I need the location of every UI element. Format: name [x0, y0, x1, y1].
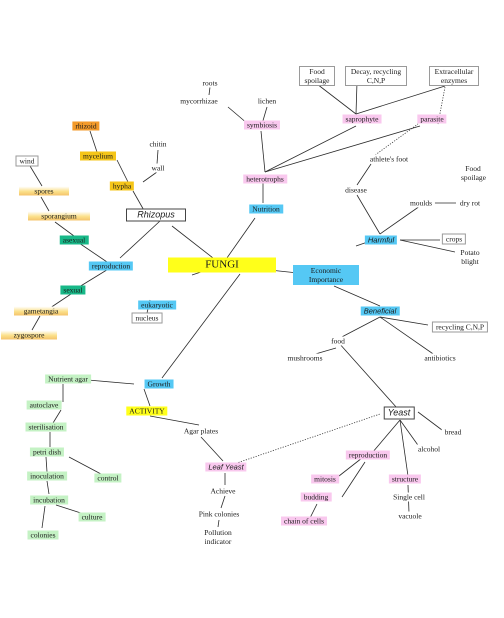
node-food-spoilage-top: Food spoilage	[299, 66, 335, 86]
node-achieve: Achieve	[207, 486, 239, 496]
node-agar-plates: Agar plates	[180, 426, 222, 436]
node-incubation: incubation	[30, 495, 68, 505]
node-asexual: asexual	[59, 235, 89, 245]
node-single-cell: Single cell	[390, 492, 428, 502]
node-growth: Growth	[144, 379, 174, 389]
node-athletes-foot: athlete's foot	[366, 154, 412, 164]
node-enzymes: Extracellular enzymes	[429, 66, 479, 86]
node-rhizopus: Rhizopus	[126, 208, 186, 222]
node-sexual: sexual	[60, 285, 86, 295]
node-sporangium: sporangium	[28, 211, 90, 221]
node-food: food	[328, 336, 348, 346]
node-hypha: hypha	[109, 181, 135, 191]
node-fungi: FUNGI	[168, 257, 276, 273]
node-culture: culture	[78, 512, 106, 522]
node-sterilisation: sterilisation	[25, 422, 67, 432]
node-rhizoid: rhizoid	[72, 121, 100, 131]
node-nucleus: nucleus	[131, 312, 163, 324]
node-petri-dish: petri dish	[29, 447, 65, 457]
node-mycorrhizae: mycorrhizae	[177, 96, 221, 106]
node-budding: budding	[300, 492, 332, 502]
node-beneficial: Beneficial	[360, 306, 400, 316]
node-activity[interactable]: ACTIVITY	[126, 406, 168, 416]
node-leaf-yeast: Leaf Yeast	[205, 462, 247, 472]
node-wall: wall	[148, 163, 168, 173]
node-alcohol: alcohol	[414, 444, 444, 454]
node-heterotrophs: heterotrophs	[243, 174, 287, 184]
node-control: control	[94, 473, 122, 483]
node-economic-importance: Economic Importance	[293, 265, 359, 285]
node-yeast: Yeast	[383, 406, 415, 420]
node-roots: roots	[199, 78, 221, 88]
node-mushrooms: mushrooms	[284, 353, 326, 363]
node-moulds: moulds	[406, 198, 436, 208]
node-harmful: Harmful	[364, 235, 398, 245]
node-autoclave: autoclave	[26, 400, 62, 410]
node-chain-of-cells: chain of cells	[281, 516, 327, 526]
node-structure: structure	[388, 474, 422, 484]
node-pollution-indicator: Pollution indicator	[196, 528, 240, 546]
node-lichen: lichen	[254, 96, 280, 106]
node-colonies: colonies	[27, 530, 59, 540]
node-parasite: parasite	[417, 114, 447, 124]
node-antibiotics: antibiotics	[421, 353, 459, 363]
node-pink-colonies: Pink colonies	[195, 509, 243, 519]
node-food-spoilage-right: Food spoilage	[458, 164, 488, 182]
node-nutrient-agar: Nutrient agar	[45, 374, 91, 384]
node-mitosis: mitosis	[311, 474, 339, 484]
node-nutrition: Nutrition	[249, 204, 283, 214]
node-decay: Decay, recycling C,N,P	[345, 66, 407, 86]
node-bread: bread	[441, 427, 465, 437]
node-symbiosis: symbiosis	[243, 120, 281, 130]
node-crops: crops	[441, 233, 467, 245]
node-inoculation: inoculation	[27, 471, 67, 481]
node-disease: disease	[342, 185, 370, 195]
node-gametangia: gametangia	[14, 306, 68, 316]
node-eukaryotic: eukaryotic	[138, 300, 176, 310]
node-chitin: chitin	[146, 139, 170, 149]
node-wind: wind	[15, 155, 39, 167]
node-dry-rot: dry rot	[456, 198, 484, 208]
node-reproduction: reproduction	[88, 261, 134, 271]
node-vacuole: vacuole	[395, 511, 425, 521]
node-reproduction-yeast: reproduction	[345, 450, 391, 460]
node-mycelium: mycelium	[80, 151, 116, 161]
node-saprophyte: saprophyte	[342, 114, 382, 124]
node-recycling: recycling C,N,P	[431, 321, 489, 333]
node-potato-blight: Potato blight	[455, 248, 485, 266]
node-zygospore: zygospore	[1, 330, 57, 340]
node-spores: spores	[19, 186, 69, 196]
